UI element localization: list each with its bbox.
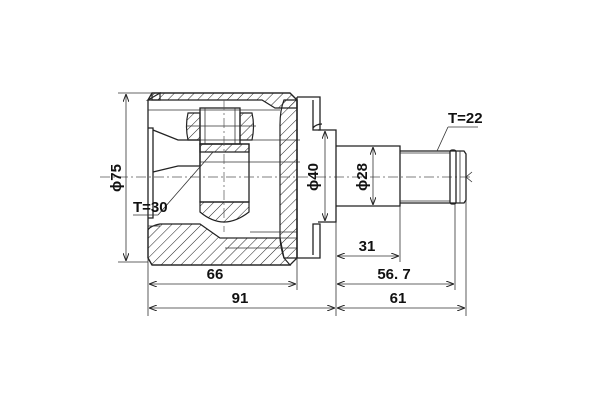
- t30-label: T=30: [133, 199, 168, 216]
- dim-61: 61: [338, 290, 464, 308]
- dim-66-label: 66: [207, 266, 224, 283]
- dim-phi40: ϕ40: [305, 132, 325, 220]
- dim-31: 31: [338, 238, 398, 256]
- leader-t30: T=30: [133, 151, 214, 216]
- shaft: [296, 96, 473, 259]
- dim-56-7-label: 56. 7: [377, 266, 410, 283]
- phi75-label: ϕ75: [108, 164, 125, 192]
- t22-label: T=22: [448, 110, 483, 127]
- dim-91-label: 91: [232, 290, 249, 307]
- dim-phi75: ϕ75: [108, 92, 152, 263]
- leader-t22: T=22: [436, 110, 483, 152]
- dim-56-7: 56. 7: [338, 266, 453, 284]
- housing: [145, 91, 300, 266]
- dim-61-label: 61: [390, 290, 407, 307]
- dim-31-label: 31: [359, 238, 376, 255]
- phi28-label: ϕ28: [354, 163, 371, 191]
- dim-91: 91: [150, 290, 334, 308]
- dim-phi28: ϕ28: [354, 148, 373, 204]
- dim-66: 66: [150, 266, 295, 284]
- phi40-label: ϕ40: [305, 163, 322, 191]
